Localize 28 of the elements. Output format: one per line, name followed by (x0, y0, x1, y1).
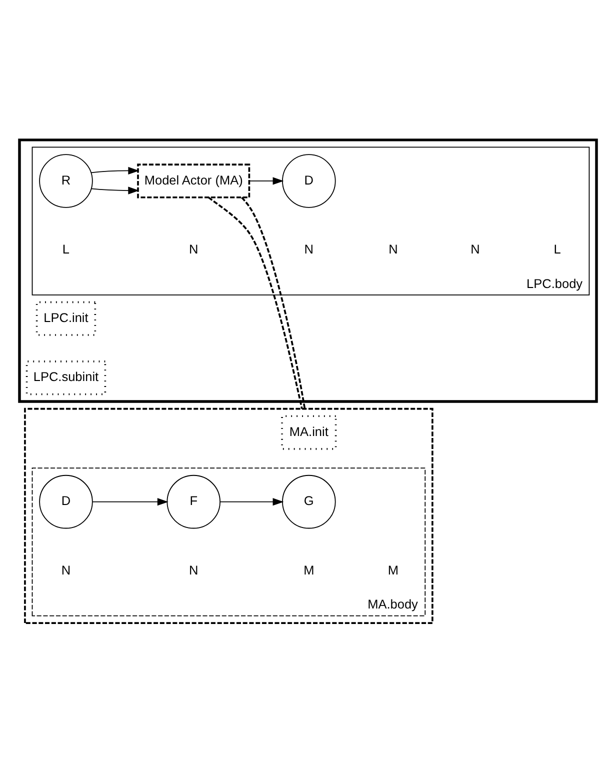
node-circle: R (39, 154, 93, 208)
arrow (248, 176, 284, 184)
label: N (470, 241, 480, 256)
connector (241, 196, 306, 408)
node-box: Model Actor (MA) (137, 163, 250, 198)
label: M (304, 562, 314, 577)
node-circle: D (39, 474, 93, 528)
arrow (91, 186, 140, 194)
label: N (61, 562, 71, 577)
node-box: LPC.init (36, 300, 96, 336)
node-circle: G (282, 474, 336, 528)
label: L (554, 241, 561, 256)
label: N (188, 562, 198, 577)
arrow (92, 498, 168, 506)
cluster (18, 138, 598, 402)
label: N (304, 241, 314, 256)
cluster (24, 407, 434, 624)
label: N (188, 241, 198, 256)
node-circle: D (282, 154, 336, 208)
label: N (388, 241, 398, 256)
node-box: LPC.subinit (26, 360, 106, 395)
arrow (220, 498, 284, 506)
label: M (388, 562, 399, 577)
arrow (90, 166, 140, 174)
node-box: MA.init (281, 414, 337, 450)
label: L (62, 241, 70, 256)
node-circle: F (166, 474, 220, 528)
connector (208, 196, 303, 409)
